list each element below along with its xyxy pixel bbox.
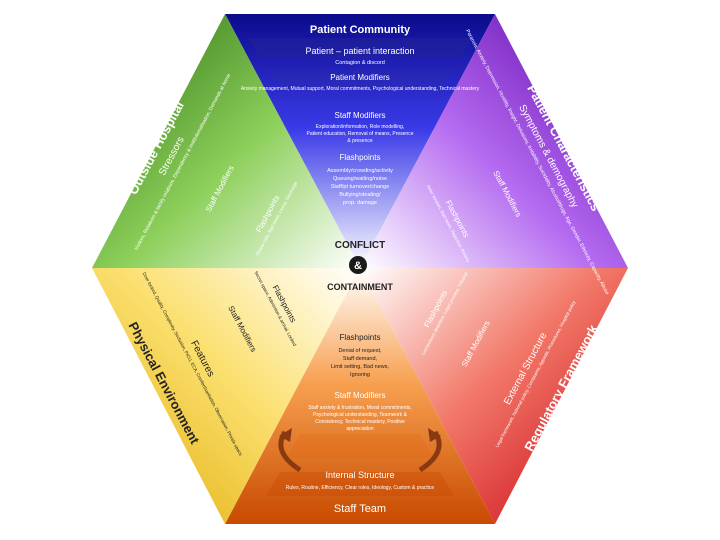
sector-lower-left bbox=[92, 268, 360, 524]
bottom-staff-modifiers-line-3: Consistency, Technical mastery, Positive bbox=[315, 419, 405, 425]
top-flashpoints-title: Flashpoints bbox=[340, 153, 381, 162]
top-patient-modifiers-text: Anxiety management, Mutual support, Mora… bbox=[241, 86, 480, 92]
top-staff-modifiers-line-3: & presence bbox=[347, 138, 373, 144]
sector-lower-right bbox=[360, 268, 628, 524]
top-flashpoints-line-3: Staff/pt turnover/change bbox=[331, 184, 390, 190]
top-flashpoints-line-2: Queuing/waiting/noise bbox=[333, 176, 387, 182]
bottom-flashpoints-line-2: Staff demand, bbox=[343, 356, 378, 362]
top-staff-modifiers-title: Staff Modifiers bbox=[335, 111, 386, 120]
bottom-flashpoints-line-3: Limit setting, Bad news, bbox=[331, 364, 390, 370]
center-conflict: CONFLICT bbox=[335, 240, 386, 251]
bottom-flashpoints-title: Flashpoints bbox=[340, 333, 381, 342]
top-interaction: Patient – patient interaction bbox=[305, 46, 414, 56]
bottom-flashpoints-line-4: Ignoring bbox=[350, 372, 370, 378]
center-amp-circle bbox=[349, 256, 367, 274]
top-flashpoints-line-5: prop. damage bbox=[343, 200, 377, 206]
bottom-staff-modifiers-title: Staff Modifiers bbox=[335, 391, 386, 400]
center-amp: & bbox=[354, 260, 362, 272]
sector-top bbox=[225, 14, 495, 268]
top-patient-modifiers-title: Patient Modifiers bbox=[330, 73, 390, 82]
bottom-flashpoints-line-1: Denial of request, bbox=[338, 348, 382, 354]
sector-bottom bbox=[225, 268, 495, 524]
top-contagion: Contagion & discord bbox=[335, 60, 385, 66]
top-staff-modifiers-line-1: Exploration/information, Role modelling, bbox=[316, 124, 404, 130]
top-staff-modifiers-line-2: Patient education, Removal of means, Pre… bbox=[306, 131, 413, 137]
bottom-staff-modifiers-line-1: Staff anxiety & frustration, Moral commi… bbox=[308, 405, 412, 411]
sector-upper-right bbox=[360, 14, 628, 268]
bottom-internal-text: Rules, Routine, Efficiency, Clear roles,… bbox=[286, 485, 435, 491]
top-flashpoints-line-4: Bullying/stealing/ bbox=[339, 192, 381, 198]
bottom-staff-modifiers-line-2: Psychological understanding, Teamwork & bbox=[313, 412, 408, 418]
sector-upper-left bbox=[92, 14, 360, 268]
top-title: Patient Community bbox=[310, 24, 411, 36]
bottom-internal-title: Internal Structure bbox=[325, 470, 394, 480]
bottom-staff-modifiers-line-4: appreciation bbox=[346, 426, 373, 432]
center-containment: CONTAINMENT bbox=[327, 282, 393, 292]
bottom-title: Staff Team bbox=[334, 503, 386, 515]
top-flashpoints-line-1: Assembly/crowding/activity bbox=[327, 168, 393, 174]
